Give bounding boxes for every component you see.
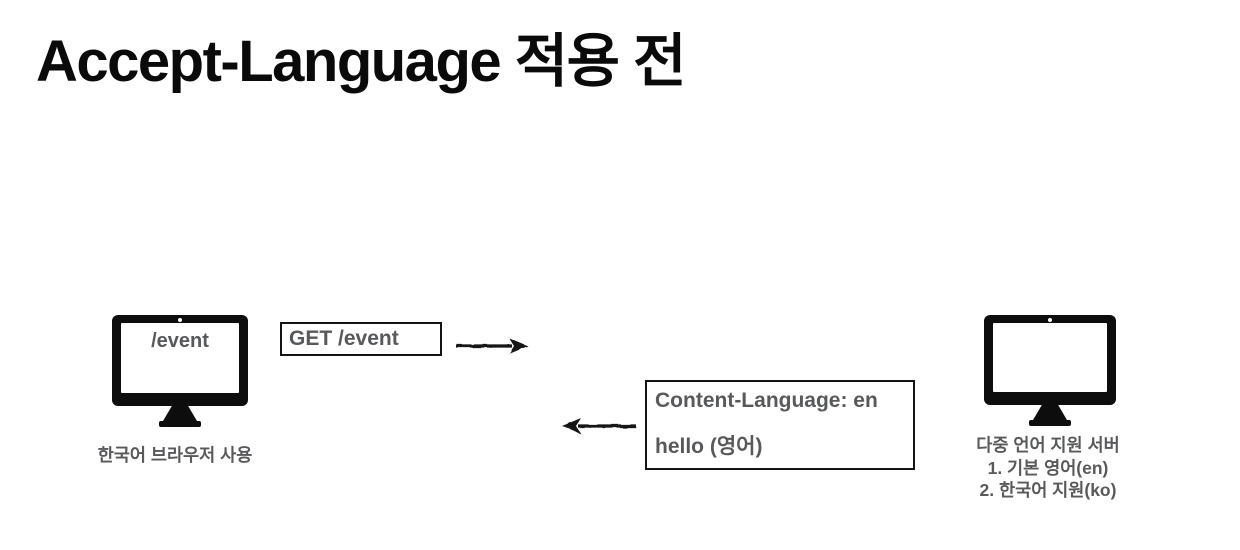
response-header-line: Content-Language: en [655,389,878,412]
server-caption-line: 2. 한국어 지원(ko) [979,480,1117,500]
server-caption-line: 다중 언어 지원 서버 [976,435,1120,455]
request-label: GET /event [289,327,399,350]
client-computer-icon: /event [112,315,248,427]
response-arrow-icon [562,418,636,434]
server-caption-line: 1. 기본 영어(en) [987,457,1109,478]
monitor-base [159,421,201,427]
client-monitor-screen: /event [121,323,239,393]
monitor-stand [163,406,197,421]
page-title: Accept-Language 적용 전 [36,29,686,94]
request-arrow-icon [456,338,528,354]
monitor-stand [1033,405,1067,420]
monitor-base [1029,420,1071,426]
response-message-box: Content-Language: en hello (영어) [645,380,915,470]
client-caption: 한국어 브라우저 사용 [97,445,253,465]
server-computer-icon [984,315,1116,426]
request-message-box: GET /event [280,322,442,356]
monitor-body: /event [112,315,248,406]
camera-dot-icon [1048,317,1052,322]
camera-dot-icon [178,317,182,322]
server-caption: 다중 언어 지원 서버 1. 기본 영어(en) 2. 한국어 지원(ko) [948,434,1148,502]
server-monitor-screen [993,323,1107,392]
client-screen-label: /event [151,330,209,352]
monitor-body [984,315,1116,405]
response-body-line: hello (영어) [655,435,763,458]
